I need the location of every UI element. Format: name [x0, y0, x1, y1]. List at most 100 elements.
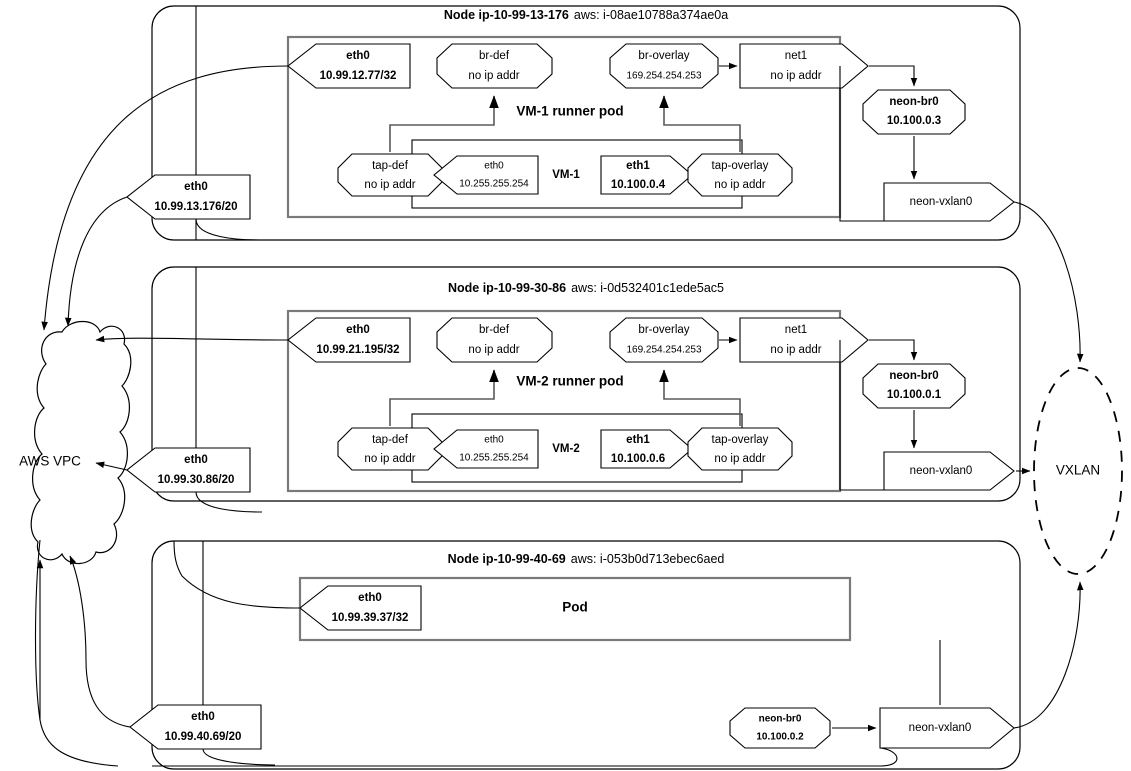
neon-br0-shape-1 — [862, 89, 966, 135]
neon-vxlan0-label-1: neon-vxlan0 — [910, 196, 973, 208]
pod1-eth0-addr: 10.99.12.77/32 — [320, 70, 397, 82]
pod2-tap-overlay-shape — [687, 427, 793, 471]
vm2-eth0-name: eth0 — [484, 435, 504, 446]
pod1-br-def-name: br-def — [479, 50, 510, 62]
pod1-tap-def-shape — [337, 153, 443, 197]
pod1-net1-name: net1 — [785, 50, 807, 62]
vm2-eth1-addr: 10.100.0.6 — [611, 453, 665, 465]
vm2-eth0-shape — [433, 429, 539, 469]
pod1-br-overlay-addr: 169.254.254.253 — [626, 71, 702, 82]
pod2-eth0-name: eth0 — [346, 324, 370, 336]
vm2-eth1-name: eth1 — [626, 434, 650, 446]
edge-node1-eth0-vpc — [64, 196, 128, 327]
aws-vpc-label: AWS VPC — [19, 454, 81, 469]
node3-eth0-name: eth0 — [191, 711, 215, 723]
neon-br0-shape-2 — [862, 363, 966, 409]
pod1-br-overlay-shape — [609, 43, 719, 89]
node2-eth0-addr: 10.99.30.86/20 — [158, 474, 235, 486]
neon-vxlan0-shape-3 — [879, 707, 1015, 749]
vm1-eth1-name: eth1 — [626, 160, 650, 172]
pod3-eth0-shape — [299, 585, 422, 631]
node2-eth0-shape — [126, 447, 251, 493]
pod2-eth0-shape — [287, 317, 411, 363]
vm1-label: VM-1 — [552, 169, 580, 181]
pod1-net1-addr: no ip addr — [770, 70, 821, 82]
edge-pod2-right-to-vxlan0 — [839, 340, 884, 491]
pod2-br-overlay-addr: 169.254.254.253 — [626, 345, 702, 356]
node1-eth0-shape — [126, 174, 251, 220]
vxlan-label: VXLAN — [1056, 463, 1100, 478]
pod2-br-def-shape — [436, 317, 553, 363]
node3-eth0-shape — [129, 704, 262, 750]
vm1-eth0-shape — [433, 155, 539, 195]
vm2-label: VM-2 — [552, 443, 579, 455]
edge-tapdef-brdef-2 — [389, 369, 499, 426]
vm2-eth1-shape — [600, 429, 693, 469]
neon-br0-name-1: neon-br0 — [889, 96, 938, 108]
neon-br0-addr-3: 10.100.0.2 — [756, 732, 804, 743]
pod2-br-def-name: br-def — [479, 324, 510, 336]
neon-br0-shape-3 — [729, 707, 831, 749]
edge-vxlan0-3-vxlan — [1013, 581, 1084, 729]
neon-br0-name-2: neon-br0 — [889, 370, 938, 382]
edge-tapoverlay-broverlay-2 — [659, 369, 741, 426]
edge-node2-eth0-tail — [195, 491, 263, 513]
pod1-br-overlay-name: br-overlay — [638, 50, 689, 62]
pod2-tap-def-shape — [337, 427, 443, 471]
edge-vxlan0-1-vxlan — [1013, 201, 1084, 363]
pod2-net1-addr: no ip addr — [770, 344, 821, 356]
pod3-eth0-name: eth0 — [358, 592, 382, 604]
pod3-eth0-addr: 10.99.39.37/32 — [332, 612, 409, 624]
vm1-eth1-shape — [600, 155, 693, 195]
node2-eth0-name: eth0 — [184, 454, 208, 466]
node3-eth0-addr: 10.99.40.69/20 — [165, 731, 242, 743]
pod2-br-def-addr: no ip addr — [468, 344, 519, 356]
edge-node3-eth0-tail — [202, 748, 276, 766]
pod1-tap-def-name: tap-def — [372, 160, 409, 172]
neon-br0-name-3: neon-br0 — [759, 714, 802, 725]
aws-vpc-cloud — [30, 320, 132, 565]
pod2-net1-shape — [739, 317, 869, 363]
pod1-tap-overlay-addr: no ip addr — [714, 179, 765, 191]
neon-br0-addr-1: 10.100.0.3 — [887, 115, 941, 127]
pod2-br-overlay-shape — [609, 317, 719, 363]
pod1-br-def-addr: no ip addr — [468, 70, 519, 82]
pod2-tap-overlay-addr: no ip addr — [714, 453, 765, 465]
vm1-eth0-addr: 10.255.255.254 — [459, 179, 529, 190]
edge-vpc-bottom-node3 — [34, 539, 119, 767]
neon-vxlan0-shape-2 — [883, 451, 1015, 491]
pod1-net1-shape — [739, 43, 869, 89]
vm1-eth1-addr: 10.100.0.4 — [611, 179, 666, 191]
pod2-br-overlay-name: br-overlay — [638, 324, 689, 336]
edge-net1-neonbr0-2 — [869, 339, 918, 361]
vxlan-ellipse — [1033, 367, 1123, 575]
neon-vxlan0-label-3: neon-vxlan0 — [909, 722, 972, 734]
edge-node2-eth0-vpc — [95, 461, 128, 471]
vm1-runner-pod-label: VM-1 runner pod — [516, 104, 623, 119]
pod2-tap-def-addr: no ip addr — [364, 453, 415, 465]
pod1-eth0-name: eth0 — [346, 50, 370, 62]
edge-tapdef-brdef-1 — [389, 95, 499, 152]
pod2-net1-name: net1 — [785, 324, 807, 336]
vm1-eth0-name: eth0 — [484, 161, 504, 172]
node1-eth0-addr: 10.99.13.176/20 — [154, 201, 237, 213]
pod2-tap-overlay-name: tap-overlay — [712, 434, 769, 446]
pod1-tap-overlay-shape — [687, 153, 793, 197]
pod2-eth0-addr: 10.99.21.195/32 — [316, 344, 399, 356]
vm2-eth0-addr: 10.255.255.254 — [459, 453, 529, 464]
edge-node1-eth0-tail — [195, 218, 261, 241]
pod1-eth0-shape — [287, 43, 411, 89]
edge-node3-rail — [152, 747, 898, 767]
neon-vxlan0-label-2: neon-vxlan0 — [910, 465, 973, 477]
edge-pod3-eth0-node3-top — [173, 540, 301, 609]
neon-vxlan0-shape-1 — [883, 182, 1015, 222]
edge-pod2-eth0-vpc — [95, 335, 289, 343]
pod1-tap-overlay-name: tap-overlay — [712, 160, 769, 172]
edge-pod1-eth0-vpc — [41, 65, 289, 331]
node1-eth0-name: eth0 — [184, 181, 208, 193]
